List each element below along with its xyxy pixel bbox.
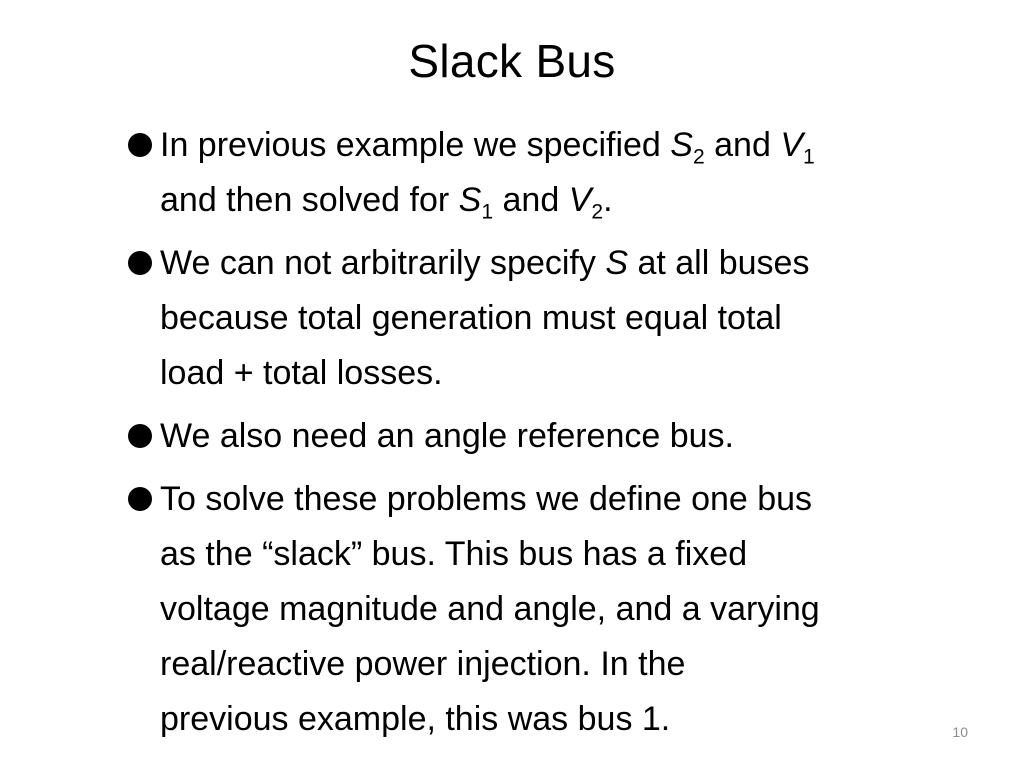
bullet-dot-icon: [128, 424, 152, 448]
bullet-item: We can not arbitrarily specify S at all …: [124, 236, 994, 401]
bullet-line: voltage magnitude and angle, and a varyi…: [160, 590, 820, 628]
bullet-line: and then solved for S1 and V2.: [160, 173, 994, 228]
bullet-dot-icon: [128, 251, 152, 275]
bullet-line: previous example, this was bus 1.: [160, 700, 671, 738]
subscript: 2: [591, 200, 604, 224]
bullet-line: real/reactive power injection. In the: [160, 645, 686, 683]
variable: V: [780, 126, 803, 164]
text-segment: .: [603, 181, 613, 219]
bullet-line: load + total losses.: [160, 354, 443, 392]
variable: S: [605, 244, 629, 282]
bullet-item: We also need an angle reference bus.: [124, 409, 994, 464]
text-segment: and then solved for: [160, 181, 459, 219]
subscript: 1: [481, 200, 494, 224]
bullet-dot-icon: [128, 133, 152, 157]
text-segment: We can not arbitrarily specify: [160, 244, 606, 282]
page-number: 10: [952, 724, 968, 740]
variable: S: [670, 126, 693, 164]
text-segment: In previous example we specified: [160, 126, 671, 164]
subscript: 2: [692, 145, 705, 169]
variable: S: [458, 181, 482, 219]
bullet-dot-icon: [128, 487, 152, 511]
bullet-line: In previous example we specified S2 and …: [160, 118, 994, 173]
bullet-list: In previous example we specified S2 and …: [124, 118, 994, 747]
subscript: 1: [803, 145, 815, 169]
text-segment: and: [493, 181, 569, 219]
bullet-item: In previous example we specified S2 and …: [124, 118, 994, 228]
bullet-line: To solve these problems we define one bu…: [160, 480, 813, 518]
bullet-line: as the “slack” bus. This bus has a fixed: [160, 535, 748, 573]
bullet-line: We can not arbitrarily specify S at all …: [160, 236, 994, 291]
bullet-line: We also need an angle reference bus.: [160, 417, 734, 455]
slide-title: Slack Bus: [408, 35, 616, 87]
text-segment: at all buses: [628, 244, 810, 282]
text-segment: and: [704, 126, 781, 164]
bullet-item: To solve these problems we define one bu…: [124, 472, 994, 747]
variable: V: [568, 181, 592, 219]
bullet-line: because total generation must equal tota…: [160, 299, 782, 337]
